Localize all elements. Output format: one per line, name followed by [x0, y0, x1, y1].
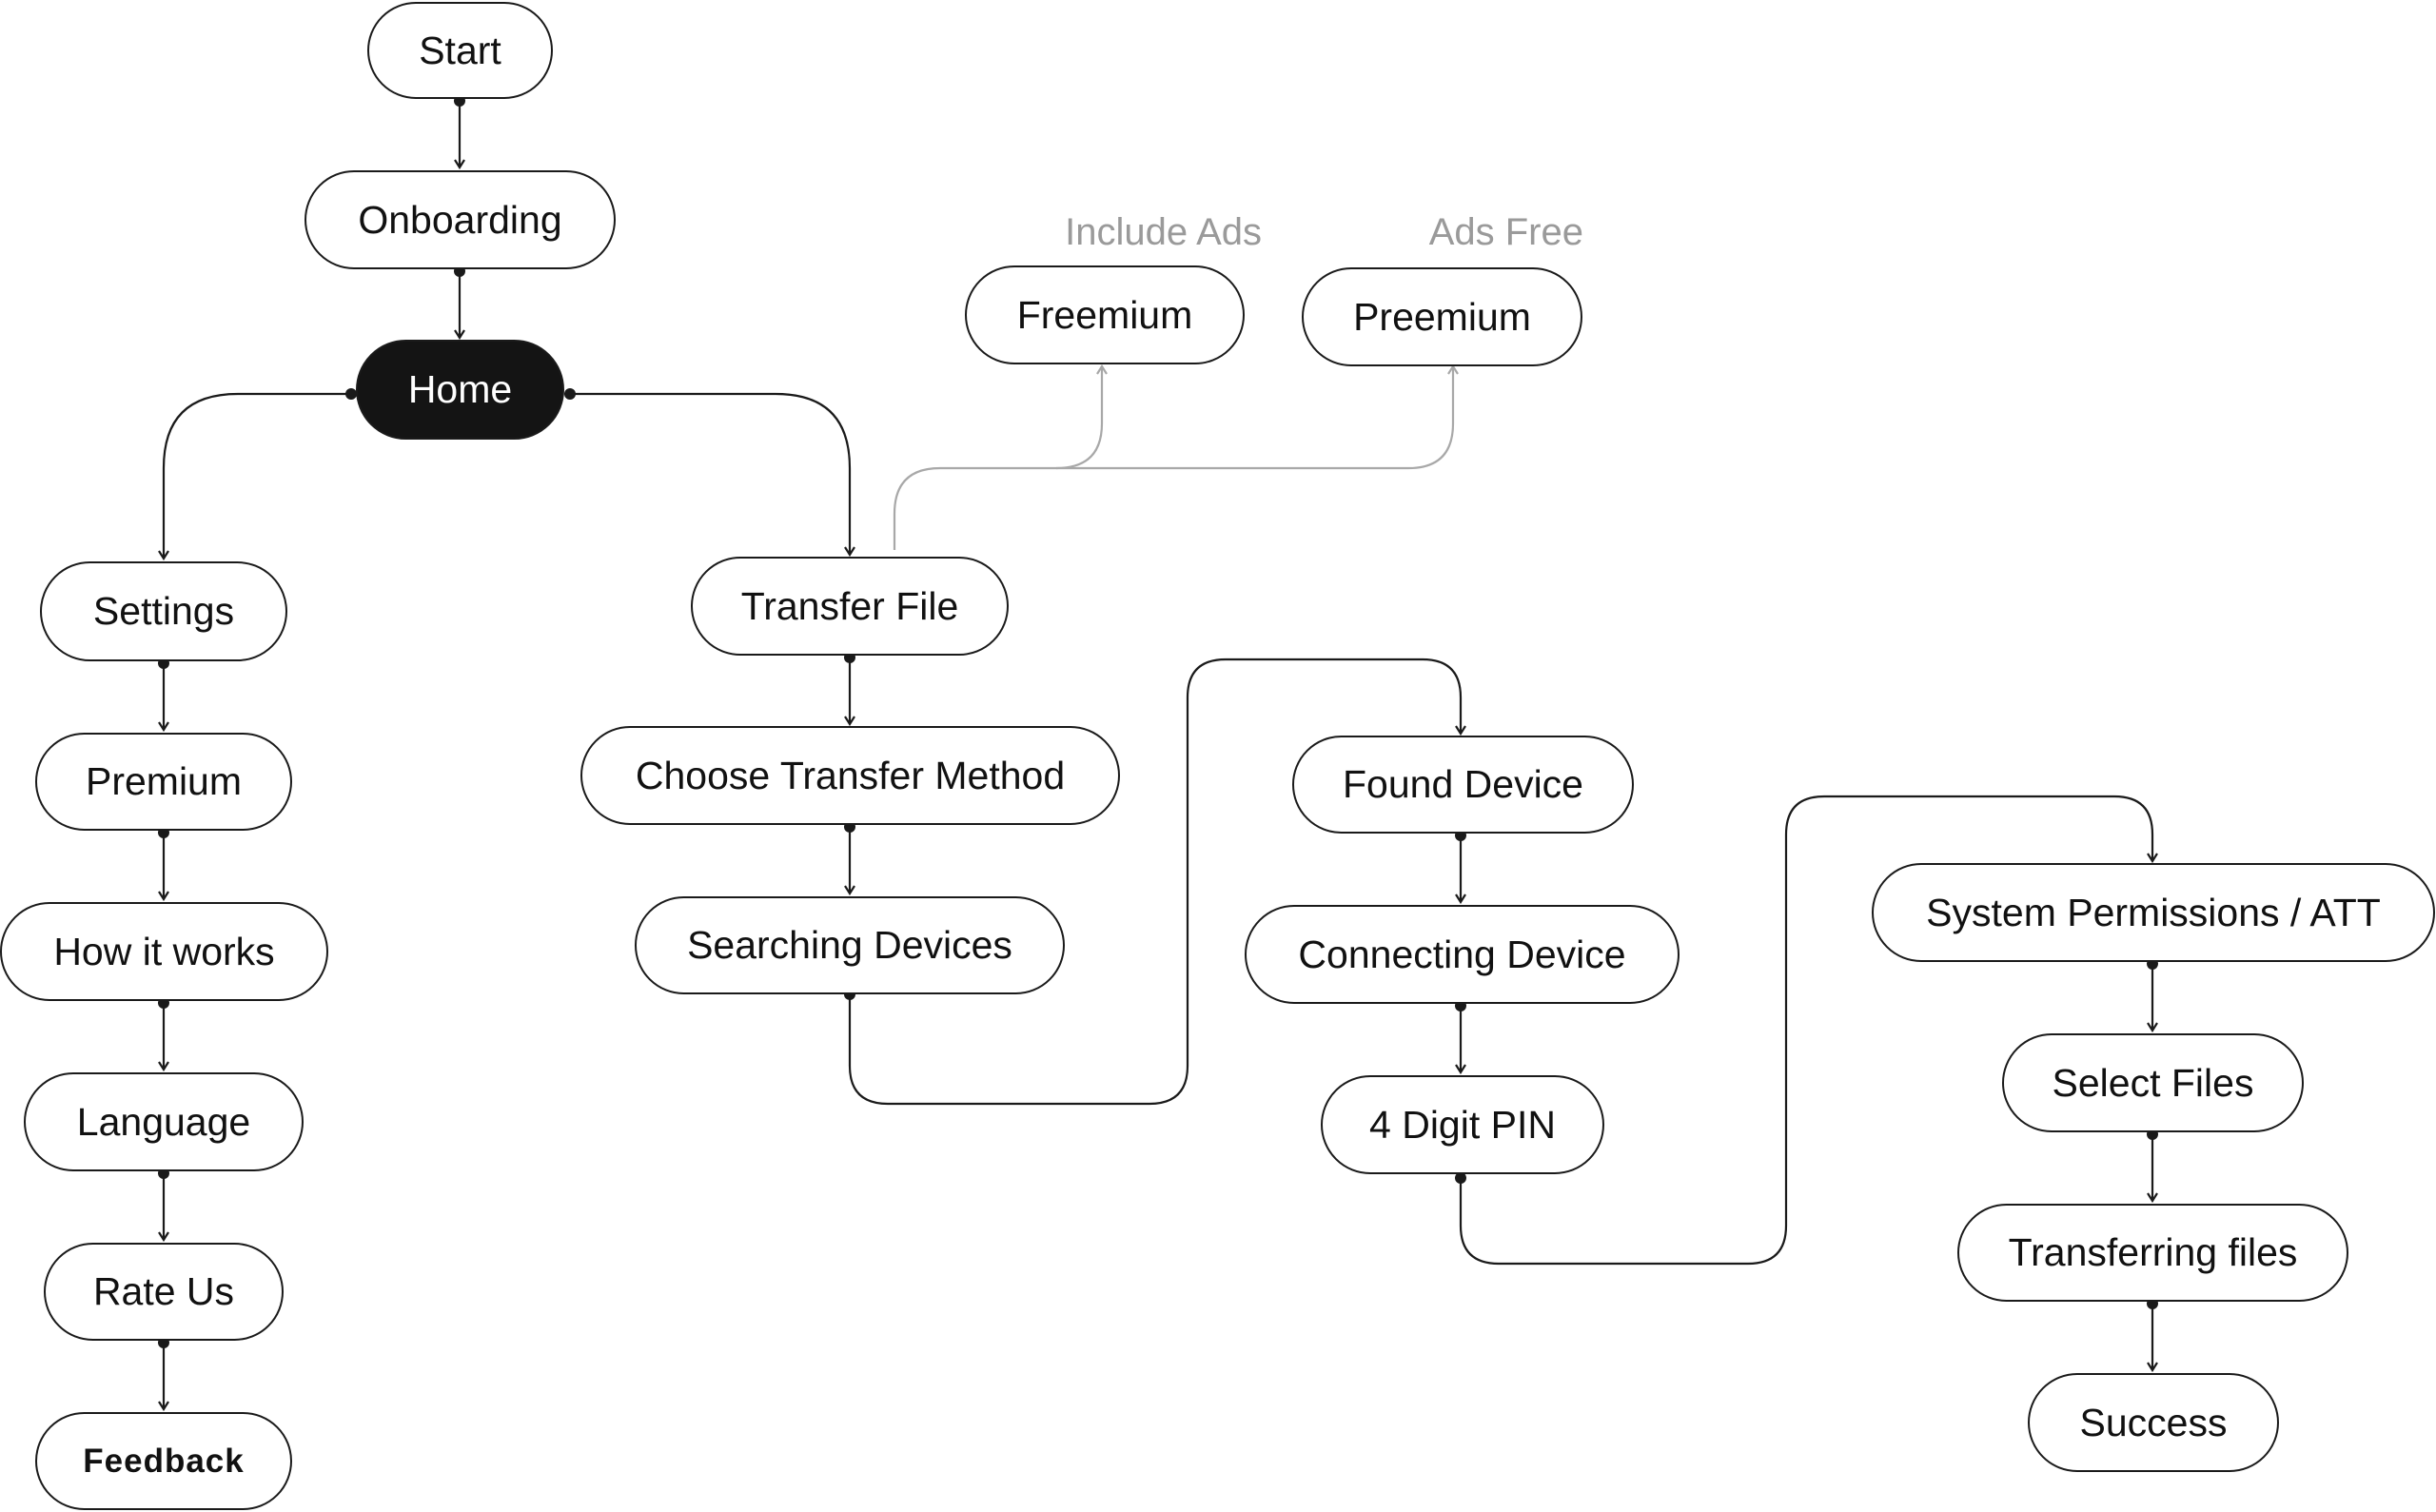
node-transferring-files[interactable]: Transferring files	[1957, 1204, 2348, 1302]
connector-dot	[564, 388, 576, 400]
tag-ads-free: Ads Free	[1428, 211, 1583, 253]
connector-dot	[1455, 1172, 1466, 1184]
node-home[interactable]: Home	[356, 340, 564, 440]
tag-include-ads: Include Ads	[1065, 211, 1262, 253]
node-four-digit-pin[interactable]: 4 Digit PIN	[1321, 1075, 1604, 1174]
node-connecting-device[interactable]: Connecting Device	[1245, 905, 1680, 1004]
node-feedback[interactable]: Feedback	[35, 1412, 292, 1510]
node-preemium[interactable]: Preemium	[1302, 267, 1582, 366]
edge-home-transfer	[570, 392, 850, 555]
edge-home-settings	[164, 392, 351, 559]
node-settings[interactable]: Settings	[40, 561, 287, 661]
node-language[interactable]: Language	[24, 1072, 304, 1171]
node-select-files[interactable]: Select Files	[2002, 1033, 2304, 1132]
node-system-permissions[interactable]: System Permissions / ATT	[1872, 863, 2435, 962]
node-freemium[interactable]: Freemium	[965, 265, 1245, 364]
node-rate-us[interactable]: Rate Us	[44, 1243, 284, 1341]
node-onboarding[interactable]: Onboarding	[304, 170, 616, 269]
node-found-device[interactable]: Found Device	[1292, 736, 1634, 834]
node-searching-devices[interactable]: Searching Devices	[635, 896, 1065, 994]
edge-searching-found	[848, 658, 1461, 1106]
node-success[interactable]: Success	[2028, 1373, 2279, 1472]
edge-transfer-plans	[893, 366, 1453, 550]
edge-pin-permissions	[1459, 795, 2152, 1266]
edge-transfer-freemium	[1055, 366, 1102, 470]
node-premium[interactable]: Premium	[35, 733, 292, 831]
connector-dot	[345, 388, 357, 400]
node-choose-transfer-method[interactable]: Choose Transfer Method	[580, 726, 1120, 825]
node-transfer-file[interactable]: Transfer File	[691, 557, 1009, 656]
node-start[interactable]: Start	[367, 2, 553, 99]
node-how-it-works[interactable]: How it works	[0, 902, 328, 1001]
